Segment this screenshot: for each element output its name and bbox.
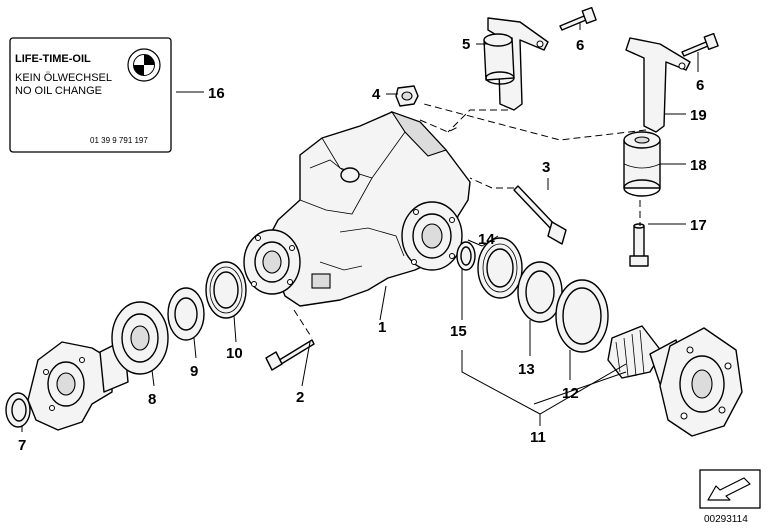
seal-shield-part-8 bbox=[111, 301, 169, 375]
ring-part-15 bbox=[456, 241, 476, 271]
callout-8: 8 bbox=[148, 391, 156, 408]
ring-part-10 bbox=[205, 261, 247, 319]
sticker-part-number: 01 39 9 791 197 bbox=[90, 136, 148, 145]
callout-3: 3 bbox=[542, 159, 550, 176]
screw-part-6b bbox=[681, 32, 719, 57]
callout-4: 4 bbox=[372, 86, 381, 103]
callout-14: 14 bbox=[478, 231, 495, 248]
nut-part-4 bbox=[395, 85, 419, 107]
bolt-part-17 bbox=[629, 223, 649, 267]
callout-6a: 6 bbox=[576, 37, 584, 54]
bearing-part-14 bbox=[477, 237, 523, 299]
nav-arrow-button[interactable] bbox=[699, 469, 761, 509]
callout-10: 10 bbox=[226, 345, 243, 362]
callout-13: 13 bbox=[518, 361, 535, 378]
callout-16: 16 bbox=[208, 85, 225, 102]
callouts: 1 2 3 4 5 6 6 7 8 9 10 11 12 13 14 15 16… bbox=[18, 36, 707, 454]
document-number: 00293114 bbox=[704, 514, 748, 525]
differential-housing bbox=[243, 110, 471, 307]
callout-1: 1 bbox=[378, 319, 386, 336]
arrow-icon bbox=[707, 477, 751, 501]
screw-part-6a bbox=[559, 6, 597, 31]
output-flange-part-8 bbox=[27, 339, 129, 431]
sticker-line-2: KEIN ÖLWECHSEL bbox=[15, 72, 112, 84]
callout-5: 5 bbox=[462, 36, 470, 53]
oil-label-sticker: LIFE-TIME-OIL KEIN ÖLWECHSEL NO OIL CHAN… bbox=[9, 37, 172, 153]
assembly-lines bbox=[293, 103, 647, 339]
callout-11: 11 bbox=[530, 429, 546, 446]
callout-17: 17 bbox=[690, 217, 707, 234]
callout-15: 15 bbox=[450, 323, 467, 340]
callout-19: 19 bbox=[690, 107, 707, 124]
bracket-part-19 bbox=[625, 37, 691, 133]
callout-7: 7 bbox=[18, 437, 26, 454]
callout-18: 18 bbox=[690, 157, 707, 174]
callout-6b: 6 bbox=[696, 77, 704, 94]
rubber-mount-part-5 bbox=[483, 17, 549, 111]
bolt-part-3 bbox=[513, 185, 567, 245]
leader-lines bbox=[21, 22, 699, 432]
seal-part-9 bbox=[167, 287, 205, 341]
sticker-line-3: NO OIL CHANGE bbox=[15, 85, 102, 97]
circlip-part-7 bbox=[5, 392, 31, 428]
callout-9: 9 bbox=[190, 363, 198, 380]
bmw-logo-icon bbox=[127, 48, 161, 82]
screw-part-2 bbox=[265, 339, 315, 371]
sticker-line-1: LIFE-TIME-OIL bbox=[15, 53, 91, 65]
callout-12: 12 bbox=[562, 385, 579, 402]
shim-part-12 bbox=[555, 279, 609, 353]
output-flange-part-11 bbox=[607, 325, 743, 437]
bush-part-18 bbox=[623, 131, 661, 197]
callout-2: 2 bbox=[296, 389, 304, 406]
